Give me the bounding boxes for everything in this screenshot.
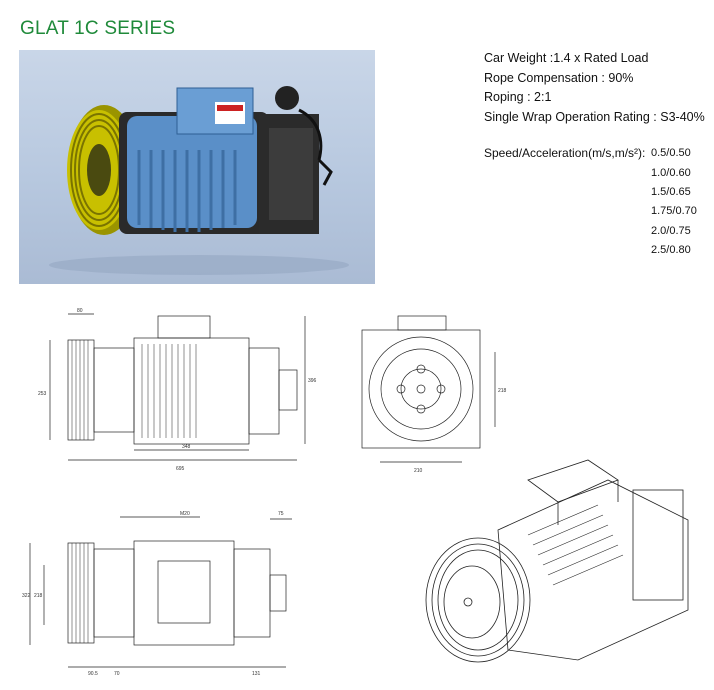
isometric-drawing [425,459,689,663]
speed-value: 1.0/0.60 [651,167,691,179]
dim-front-height: 218 [498,388,507,394]
front-view-drawing: 210 218 [361,315,507,474]
dim-base-mid: 70 [114,671,120,677]
dim-body-length: 348 [182,444,191,450]
side-view-drawing: 80 253 348 695 396 [38,308,317,472]
spec-roping: Roping : 2:1 [484,90,552,104]
spec-rope-compensation: Rope Compensation : 90% [484,70,634,85]
spec-car-weight: Car Weight :1.4 x Rated Load [484,51,649,65]
speed-value: 1.75/0.70 [651,205,697,217]
speed-value: 2.0/0.75 [651,225,691,237]
speed-label: Speed/Acceleration(m/s,m/s²): [484,146,646,160]
bottom-view-drawing: M20 75 322 218 90.5 70 131 [22,511,292,677]
dim-side-height: 253 [38,391,47,397]
dim-bolt: M20 [180,511,190,517]
speed-value: 1.5/0.65 [651,186,691,198]
dim-right-flange: 75 [278,511,284,517]
spec-list: Car Weight :1.4 x Rated Load Rope Compen… [484,49,705,127]
dim-total-height: 396 [308,378,317,384]
page-title: GLAT 1C SERIES [20,18,176,39]
spec-single-wrap: Single Wrap Operation Rating : S3-40% [484,109,705,124]
dim-top-width: 80 [77,308,83,314]
speed-value: 0.5/0.50 [651,147,691,159]
speed-value: 2.5/0.80 [651,244,691,256]
dim-front-width: 210 [414,468,423,474]
dim-overall-length: 695 [176,466,185,472]
dim-lower-height: 322 [22,593,31,599]
dim-lower-inner: 218 [34,593,43,599]
motor-photo [19,50,375,284]
dim-base-left: 90.5 [88,671,98,677]
dim-base-right: 131 [252,671,261,677]
motor-photo-illustration [49,86,349,275]
